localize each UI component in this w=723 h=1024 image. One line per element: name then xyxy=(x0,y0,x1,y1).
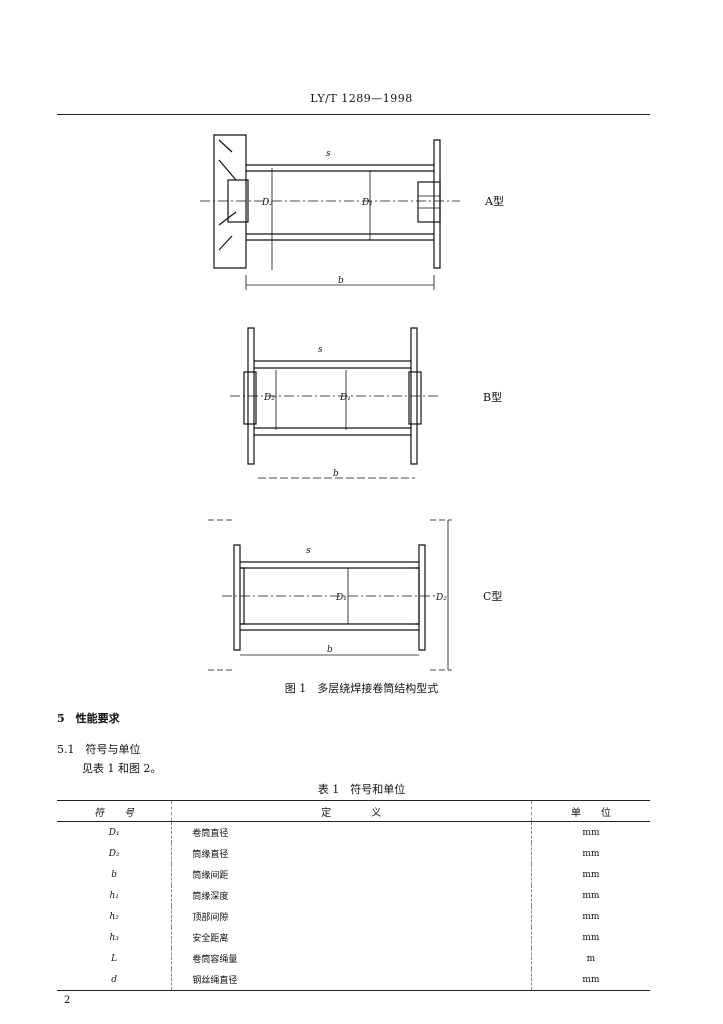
cell-unit: mm xyxy=(530,843,650,864)
header-symbol: 符 号 xyxy=(57,800,172,822)
dim-s-a: s xyxy=(326,149,331,159)
header-definition: 定 义 xyxy=(171,800,532,822)
cell-definition: 筒缘间距 xyxy=(171,864,532,885)
dim-b-b: b xyxy=(333,469,339,479)
page-number: 2 xyxy=(64,995,71,1006)
cell-symbol: h₃ xyxy=(109,932,119,943)
dim-d2-a: D₂ xyxy=(261,198,273,208)
table-title: 表 1 符号和单位 xyxy=(317,783,406,796)
dim-b-a: b xyxy=(338,276,344,286)
cell-definition: 顶部间隙 xyxy=(171,906,532,927)
table-row: d 钢丝绳直径 mm xyxy=(57,969,650,991)
symbols-table: 符 号 定 义 单 位 D₁ 卷筒直径 mm D₂ 筒缘直径 mm b 筒缘间距… xyxy=(57,800,650,991)
table-row: b 筒缘间距 mm xyxy=(57,864,650,885)
table-row: L 卷筒容绳量 m xyxy=(57,948,650,969)
cell-symbol: h₁ xyxy=(109,890,119,901)
cell-symbol: D₁ xyxy=(108,827,120,838)
section-5-title: 5 性能要求 xyxy=(57,712,120,725)
header-rule xyxy=(57,114,650,115)
dim-d2-b: D₂ xyxy=(263,393,275,403)
cell-unit: mm xyxy=(530,969,650,991)
section-5-1-title: 5.1 符号与单位 xyxy=(57,743,141,756)
table-header-row: 符 号 定 义 单 位 xyxy=(57,800,650,822)
table-row: h₂ 顶部间隙 mm xyxy=(57,906,650,927)
type-c-label: C型 xyxy=(483,589,502,603)
cell-symbol: L xyxy=(111,953,118,964)
cell-symbol: h₂ xyxy=(109,911,119,922)
dim-d1-c: D₁ xyxy=(335,593,347,603)
cell-unit: mm xyxy=(530,885,650,906)
type-b-label: B型 xyxy=(483,390,502,404)
cell-symbol: d xyxy=(57,969,172,991)
cell-unit: mm xyxy=(530,864,650,885)
type-a-label: A型 xyxy=(484,194,504,208)
section-5-1-body: 见表 1 和图 2。 xyxy=(82,762,162,775)
cell-unit: mm xyxy=(530,927,650,948)
cell-symbol: b xyxy=(111,869,118,880)
table-row: D₁ 卷筒直径 mm xyxy=(57,821,650,843)
cell-definition: 卷筒直径 xyxy=(171,821,532,843)
dim-s-c: s xyxy=(306,546,311,556)
figure-caption: 图 1 多层绕焊接卷筒结构型式 xyxy=(284,682,439,695)
table-row: h₃ 安全距离 mm xyxy=(57,927,650,948)
table-row: D₂ 筒缘直径 mm xyxy=(57,843,650,864)
cell-definition: 筒缘直径 xyxy=(171,843,532,864)
type-b-drawing xyxy=(230,327,440,479)
header-unit: 单 位 xyxy=(530,800,650,822)
cell-unit: mm xyxy=(530,906,650,927)
cell-definition: 钢丝绳直径 xyxy=(171,969,532,991)
cell-unit: m xyxy=(530,948,650,969)
dim-b-c: b xyxy=(327,645,333,655)
dim-d1-b: D₁ xyxy=(339,393,351,403)
table-row: h₁ 筒缘深度 mm xyxy=(57,885,650,906)
cell-symbol: D₂ xyxy=(108,848,120,859)
type-c-drawing xyxy=(208,519,452,671)
dim-d1-a: D₁ xyxy=(361,198,373,208)
cell-unit: mm xyxy=(530,821,650,843)
dim-d2-c: D₂ xyxy=(435,593,447,603)
cell-definition: 安全距离 xyxy=(171,927,532,948)
dim-s-b: s xyxy=(318,345,323,355)
cell-definition: 筒缘深度 xyxy=(171,885,532,906)
cell-definition: 卷筒容绳量 xyxy=(171,948,532,969)
standard-code: LY/T 1289—1998 xyxy=(310,92,413,105)
type-a-drawing xyxy=(200,134,460,290)
drum-structure-figure: s D₂ D₁ b s D₂ D₁ b s D₁ D₂ b A型 B型 C型 xyxy=(200,134,504,671)
